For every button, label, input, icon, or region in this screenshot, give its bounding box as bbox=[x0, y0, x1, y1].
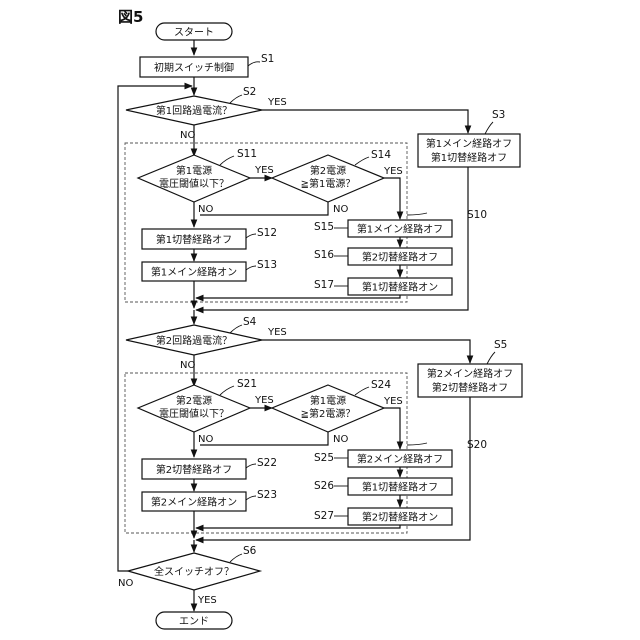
step-s13-id: S13 bbox=[257, 259, 277, 271]
s14-no-label: NO bbox=[333, 204, 348, 215]
step-s5-line2: 第2切替経路オフ bbox=[432, 381, 508, 394]
step-s25-id: S25 bbox=[314, 452, 334, 464]
step-s2-id: S2 bbox=[243, 86, 256, 98]
step-s27-text: 第2切替経路オン bbox=[362, 511, 438, 524]
decision-s4-text: 第2回路過電流？ bbox=[156, 334, 232, 347]
s24-yes-label: YES bbox=[383, 396, 403, 407]
step-s17-text: 第1切替経路オン bbox=[362, 281, 438, 294]
step-s1-text: 初期スイッチ制御 bbox=[154, 61, 234, 74]
decision-s11-line2: 電圧閾値以下？ bbox=[159, 177, 229, 190]
decision-s21-line1: 第2電源 bbox=[176, 394, 212, 407]
start-label: スタート bbox=[174, 27, 214, 39]
step-s22-id: S22 bbox=[257, 457, 277, 469]
step-s13-text: 第1メイン経路オン bbox=[151, 266, 237, 279]
decision-s14-id: S14 bbox=[371, 149, 391, 161]
s21-yes-label: YES bbox=[254, 395, 274, 406]
decision-s24-id: S24 bbox=[371, 379, 391, 391]
step-s12-text: 第1切替経路オフ bbox=[156, 233, 232, 246]
s24-no-label: NO bbox=[333, 434, 348, 445]
decision-s14-line1: 第2電源 bbox=[310, 164, 346, 177]
step-s12-id: S12 bbox=[257, 227, 277, 239]
s11-no-label: NO bbox=[198, 204, 213, 215]
figure-label: 図5 bbox=[118, 8, 143, 26]
decision-s21-id: S21 bbox=[237, 378, 257, 390]
decision-s21-line2: 電圧閾値以下？ bbox=[159, 407, 229, 420]
decision-s24-line2: ≧第2電源？ bbox=[301, 407, 356, 420]
s6-no-label: NO bbox=[118, 578, 133, 589]
s11-yes-label: YES bbox=[254, 165, 274, 176]
step-s17-id: S17 bbox=[314, 279, 334, 291]
step-s23-id: S23 bbox=[257, 489, 277, 501]
decision-s6-text: 全スイッチオフ？ bbox=[154, 565, 234, 578]
step-s3-line1: 第1メイン経路オフ bbox=[426, 137, 512, 150]
step-s22-text: 第2切替経路オフ bbox=[156, 463, 232, 476]
decision-s14-line2: ≧第1電源？ bbox=[301, 177, 356, 190]
step-s15-text: 第1メイン経路オフ bbox=[357, 223, 443, 236]
step-s1-id: S1 bbox=[261, 53, 274, 65]
step-s25-text: 第2メイン経路オフ bbox=[357, 453, 443, 466]
step-s5-id: S5 bbox=[494, 339, 507, 351]
step-s26-id: S26 bbox=[314, 480, 334, 492]
decision-s11-line1: 第1電源 bbox=[176, 164, 212, 177]
step-s16-text: 第2切替経路オフ bbox=[362, 251, 438, 264]
step-s3-id: S3 bbox=[492, 109, 505, 121]
decision-s2-text: 第1回路過電流？ bbox=[156, 104, 232, 117]
step-s15-id: S15 bbox=[314, 221, 334, 233]
decision-s4-id: S4 bbox=[243, 316, 257, 328]
step-s3-line2: 第1切替経路オフ bbox=[431, 151, 507, 164]
group-s20-id: S20 bbox=[467, 439, 487, 451]
group-s10-id: S10 bbox=[467, 209, 487, 221]
s14-yes-label: YES bbox=[383, 166, 403, 177]
s4-yes-label: YES bbox=[267, 327, 287, 338]
step-s26-text: 第1切替経路オフ bbox=[362, 481, 438, 494]
s21-no-label: NO bbox=[198, 434, 213, 445]
step-s5-line1: 第2メイン経路オフ bbox=[427, 367, 513, 380]
step-s16-id: S16 bbox=[314, 249, 334, 261]
s6-yes-label: YES bbox=[197, 595, 217, 606]
end-label: エンド bbox=[179, 617, 209, 628]
s2-no-label: NO bbox=[180, 130, 195, 141]
s2-yes-label: YES bbox=[267, 97, 287, 108]
decision-s6-id: S6 bbox=[243, 545, 257, 557]
step-s23-text: 第2メイン経路オン bbox=[151, 496, 237, 509]
decision-s11-id: S11 bbox=[237, 148, 257, 160]
decision-s24-line1: 第1電源 bbox=[310, 394, 346, 407]
s4-no-label: NO bbox=[180, 360, 195, 371]
step-s27-id: S27 bbox=[314, 510, 334, 522]
